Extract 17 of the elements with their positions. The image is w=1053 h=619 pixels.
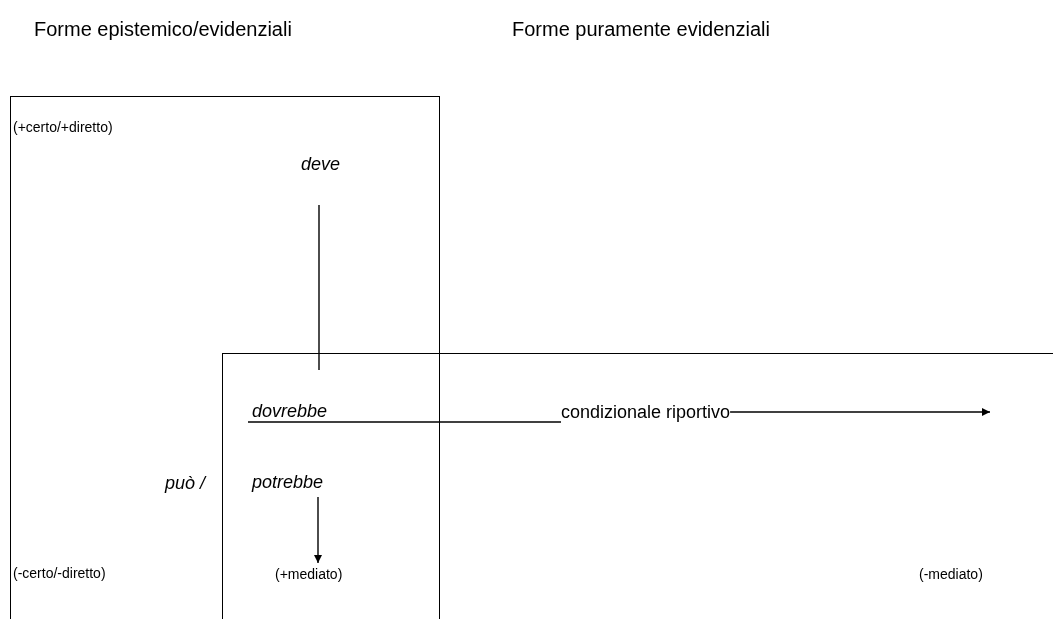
modal-verb-text: deve: [301, 153, 341, 175]
arrow: [314, 496, 322, 564]
right-region-frame: [222, 353, 1053, 619]
form-label: condizionale riportivo: [561, 401, 731, 423]
arrow: [729, 408, 991, 416]
region-label: (-mediato): [919, 566, 983, 582]
column-heading: Forme epistemico/evidenziali: [34, 18, 292, 41]
connector-line: [247, 421, 562, 423]
left-region-frame: [10, 96, 440, 619]
region-label: (+certo/+diretto): [13, 119, 113, 135]
region-label: (-certo/-diretto): [13, 565, 106, 581]
modal-verb-text: potrebbe: [252, 471, 324, 493]
connector-line: [318, 204, 320, 371]
modal-verb-text: può /: [165, 472, 206, 494]
region-label: (+mediato): [275, 566, 343, 582]
modal-verb-text: dovrebbe: [252, 400, 328, 422]
column-heading: Forme puramente evidenziali: [512, 18, 770, 41]
